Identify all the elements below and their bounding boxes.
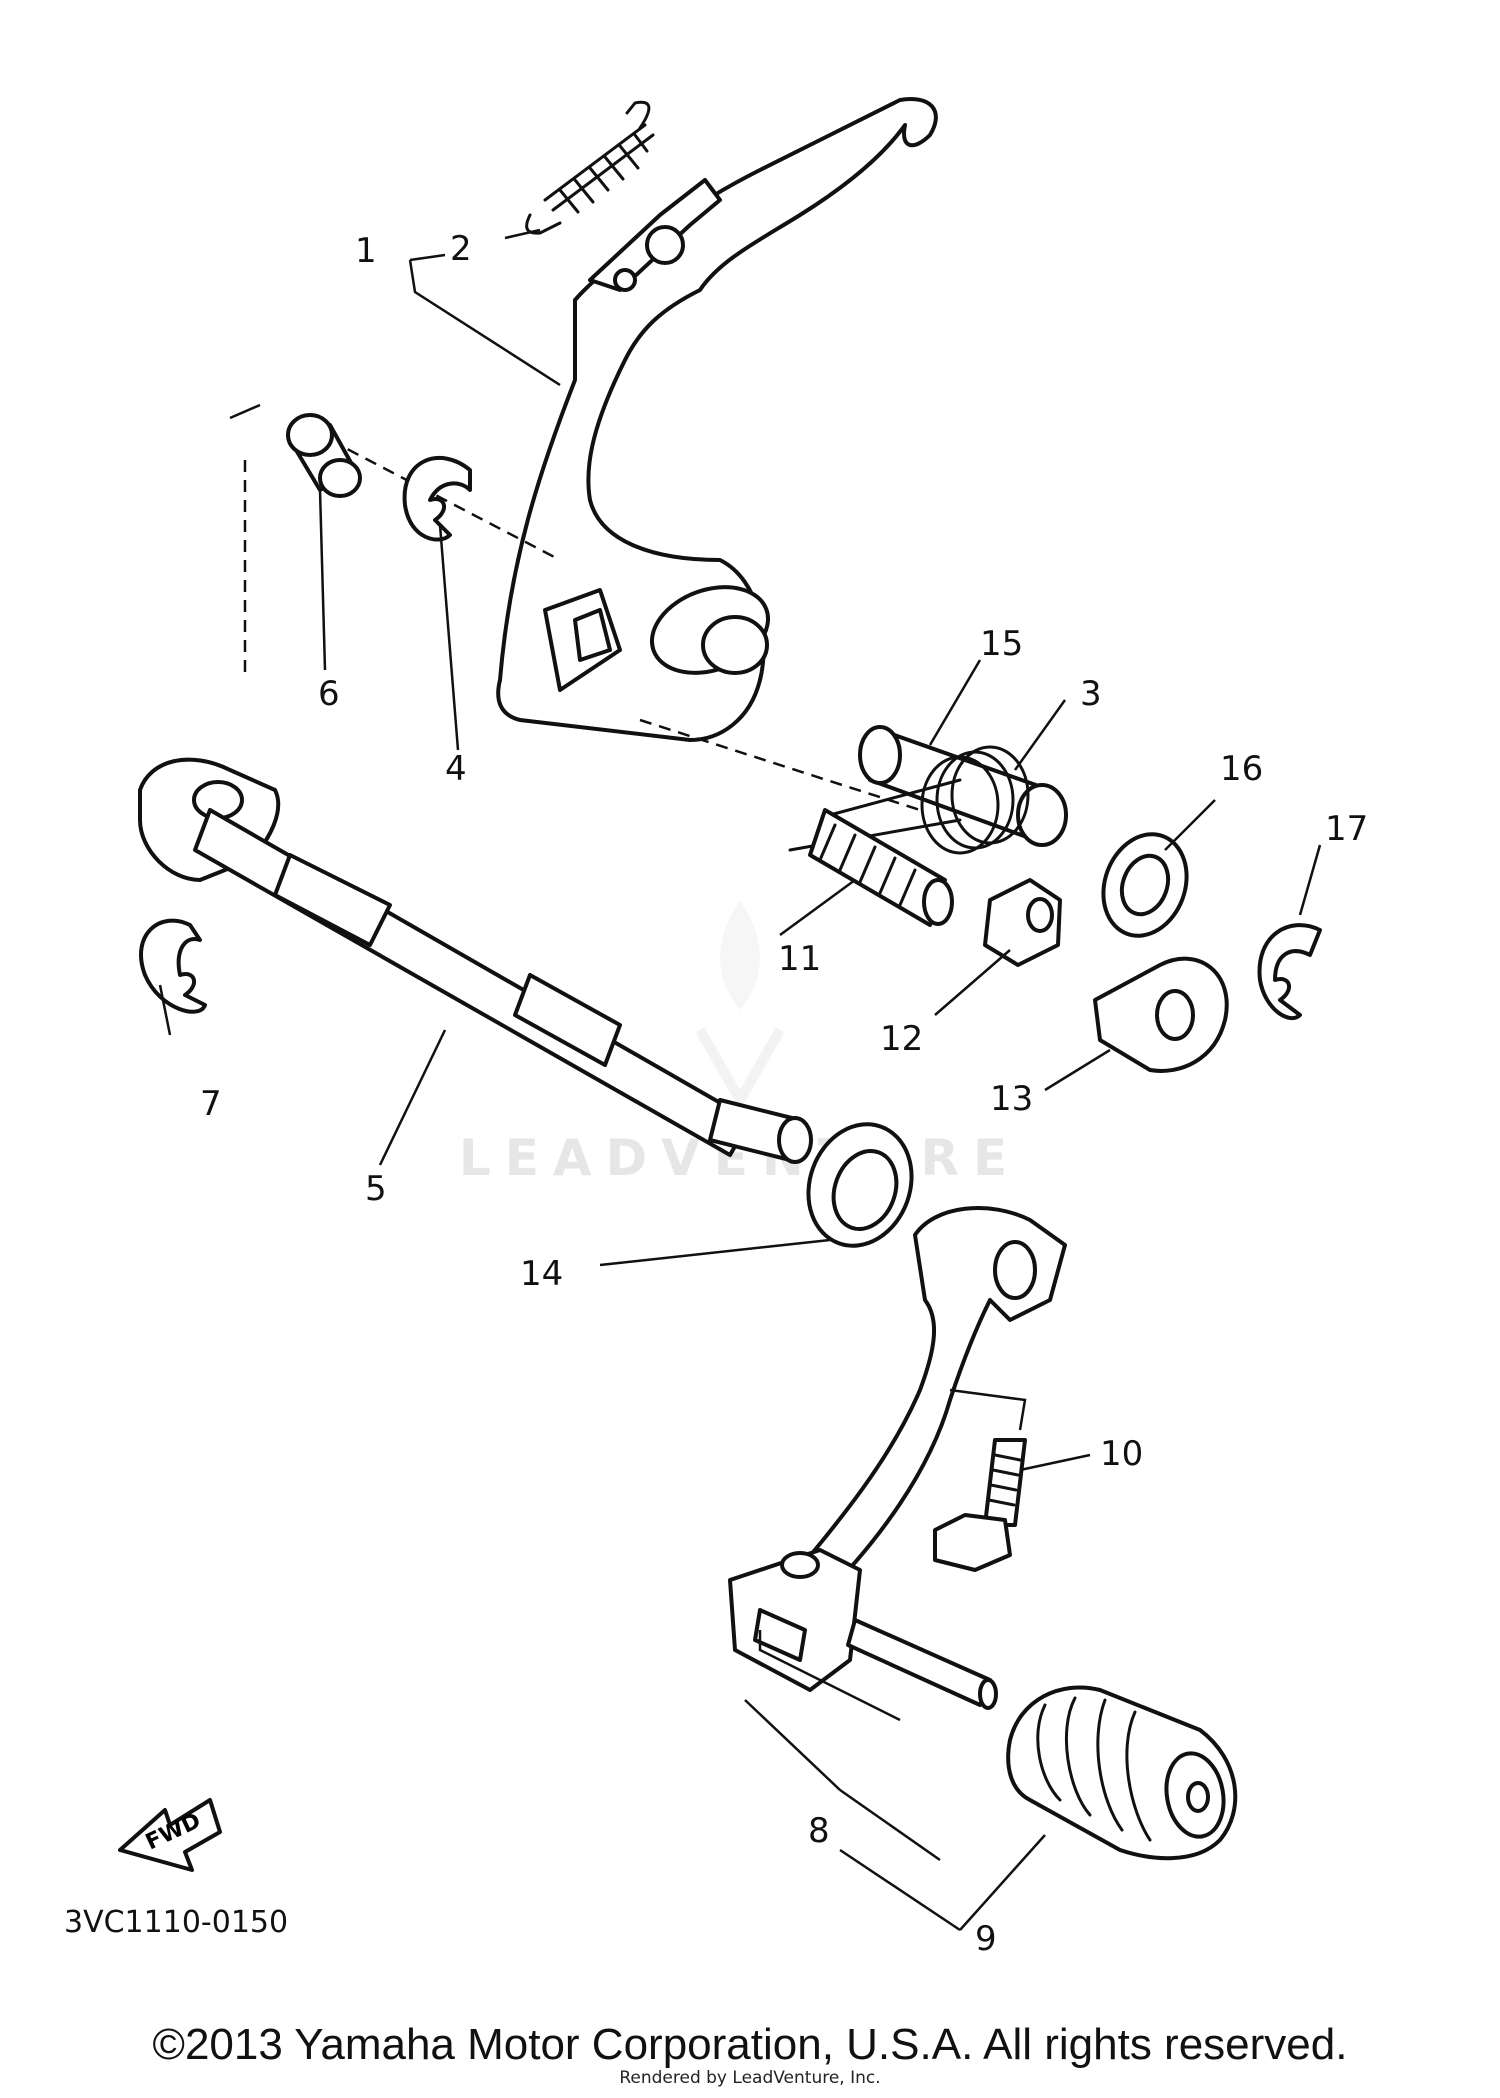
- shift-pedal-part-8: [728, 1206, 1067, 1710]
- plate-part-13: [1093, 956, 1229, 1073]
- circlip-part-17: [1257, 923, 1322, 1021]
- stud-bolt-part-11: [808, 808, 954, 927]
- leader-lines: [158, 228, 1322, 1932]
- callout-7: 7: [200, 1084, 222, 1124]
- washer-part-16: [1101, 832, 1189, 938]
- rendered-by-credit: Rendered by LeadVenture, Inc.: [619, 2068, 881, 2088]
- callout-5: 5: [365, 1169, 387, 1209]
- callout-9: 9: [975, 1919, 997, 1959]
- callout-17: 17: [1325, 809, 1368, 849]
- callout-10: 10: [1100, 1434, 1143, 1474]
- callout-11: 11: [778, 939, 821, 979]
- assembly-axis-line: [329, 438, 561, 562]
- callout-2: 2: [450, 229, 472, 269]
- callout-4: 4: [445, 749, 467, 789]
- watermark-logo: [695, 900, 785, 1111]
- circlip-part-7: [139, 918, 207, 1014]
- drawing-code: 3VC1110-0150: [64, 1905, 288, 1940]
- copyright-notice: ©2013 Yamaha Motor Corporation, U.S.A. A…: [152, 2020, 1348, 2069]
- callout-1: 1: [355, 231, 377, 271]
- callout-13: 13: [990, 1079, 1033, 1119]
- callout-6: 6: [318, 674, 340, 714]
- assembly-axis-line: [639, 718, 921, 812]
- rubber-part-9: [1006, 1685, 1238, 1861]
- oil-seal-part-14: [806, 1122, 914, 1248]
- fwd-arrow-icon: FWD: [118, 1798, 222, 1872]
- callout-3: 3: [1080, 674, 1102, 714]
- shift-shaft-part-5: [138, 757, 813, 1164]
- callout-12: 12: [880, 1019, 923, 1059]
- callout-16: 16: [1220, 749, 1263, 789]
- circlip-part-4: [402, 455, 472, 542]
- spring-part-2: [525, 100, 655, 235]
- shift-arm-part-1: [496, 97, 938, 742]
- collar-part-6: [286, 413, 362, 498]
- callout-8: 8: [808, 1811, 830, 1851]
- nut-part-12: [983, 878, 1062, 967]
- callout-14: 14: [520, 1254, 563, 1294]
- pin-part-15: [858, 725, 1068, 847]
- bolt-part-10: [933, 1438, 1027, 1572]
- callout-15: 15: [980, 624, 1023, 664]
